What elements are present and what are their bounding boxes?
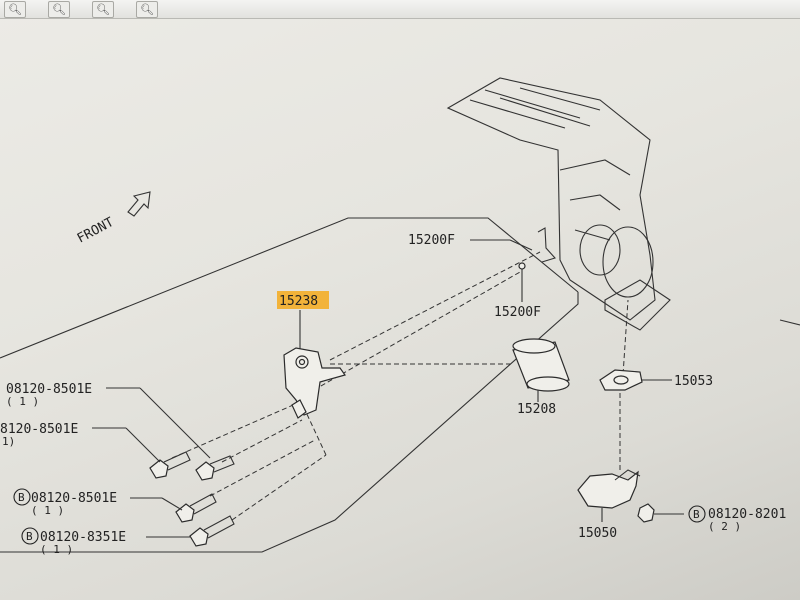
bolt-b4-qty: ( 1 ) [40, 543, 73, 556]
dipstick-hole [518, 262, 526, 270]
front-indicator: FRONT [75, 191, 151, 247]
part-15053-label: 15053 [674, 374, 713, 389]
frame-top-edge [0, 217, 579, 359]
zoom-out-icon[interactable]: 🔍︎ [4, 1, 26, 18]
bolt-b2-qty: 1) [2, 435, 15, 448]
dash-bolt-4 [231, 454, 327, 521]
bolt-b3-marker: B [18, 491, 25, 504]
oil-filter-bracket: 15238 [277, 291, 346, 419]
parts-diagram: FRONT 15238 [0, 77, 800, 556]
dash-line-2 [299, 271, 521, 399]
engine-block [446, 77, 800, 331]
part-highlight [277, 291, 329, 309]
bolt-marker-b5 [688, 505, 706, 523]
bolt-b3-code: 08120-8501E [31, 491, 117, 506]
bolt-b3: B 08120-8501E ( 1 ) [13, 488, 217, 523]
bolt-b4-marker: B [26, 530, 33, 543]
part-15200f-top-label: 15200F [408, 233, 455, 248]
part-15050-label: 15050 [578, 526, 617, 541]
zoom-in-icon[interactable]: 🔍︎ [92, 1, 114, 18]
frame-bottom-edge [0, 292, 579, 553]
bolt-b2: 8120-8501E 1) [0, 422, 235, 481]
bolt-b5-qty: ( 2 ) [708, 520, 741, 533]
drain-bolt: B 08120-8201 ( 2 ) [637, 503, 786, 533]
bolt-b5-code: 08120-8201 [708, 507, 786, 522]
dash-bolt-2 [221, 419, 303, 463]
dash-bolt-1 [171, 401, 301, 459]
dash-bolt-3 [209, 439, 316, 497]
part-15200f-mid-label: 15200F [494, 305, 541, 320]
gasket: 15053 [599, 369, 713, 391]
part-15238-label: 15238 [279, 294, 318, 309]
leader-15200f-top-2 [509, 239, 533, 251]
bolt-b1-qty: ( 1 ) [6, 395, 39, 408]
dipstick-bracket [537, 227, 556, 263]
bolt-b2-code: 8120-8501E [0, 422, 78, 437]
bolt-b4-code: 08120-8351E [40, 530, 126, 545]
oil-strainer: 15050 [577, 469, 641, 541]
bolt-b1-code: 08120-8501E [6, 382, 92, 397]
zoom-reset-icon[interactable]: 🔍︎ [136, 1, 158, 18]
oil-filter: 15208 [512, 338, 570, 417]
front-label: FRONT [75, 215, 117, 247]
bolt-b4: B 08120-8351E ( 1 ) [21, 515, 235, 556]
bolt-b3-qty: ( 1 ) [31, 504, 64, 517]
dash-line-1 [329, 251, 541, 361]
viewer-toolbar: 🔍︎ 🔍︎ 🔍︎ 🔍︎ [0, 0, 800, 19]
bolt-b5-marker: B [693, 508, 700, 521]
bolt-b1: 08120-8501E ( 1 ) [6, 382, 211, 479]
dash-bolt-5 [304, 409, 327, 456]
zoom-fit-icon[interactable]: 🔍︎ [48, 1, 70, 18]
dash-line-5 [621, 299, 629, 391]
bolt-marker-b4 [21, 527, 39, 545]
part-15208-label: 15208 [517, 402, 556, 417]
bolt-marker-b3 [13, 488, 31, 506]
